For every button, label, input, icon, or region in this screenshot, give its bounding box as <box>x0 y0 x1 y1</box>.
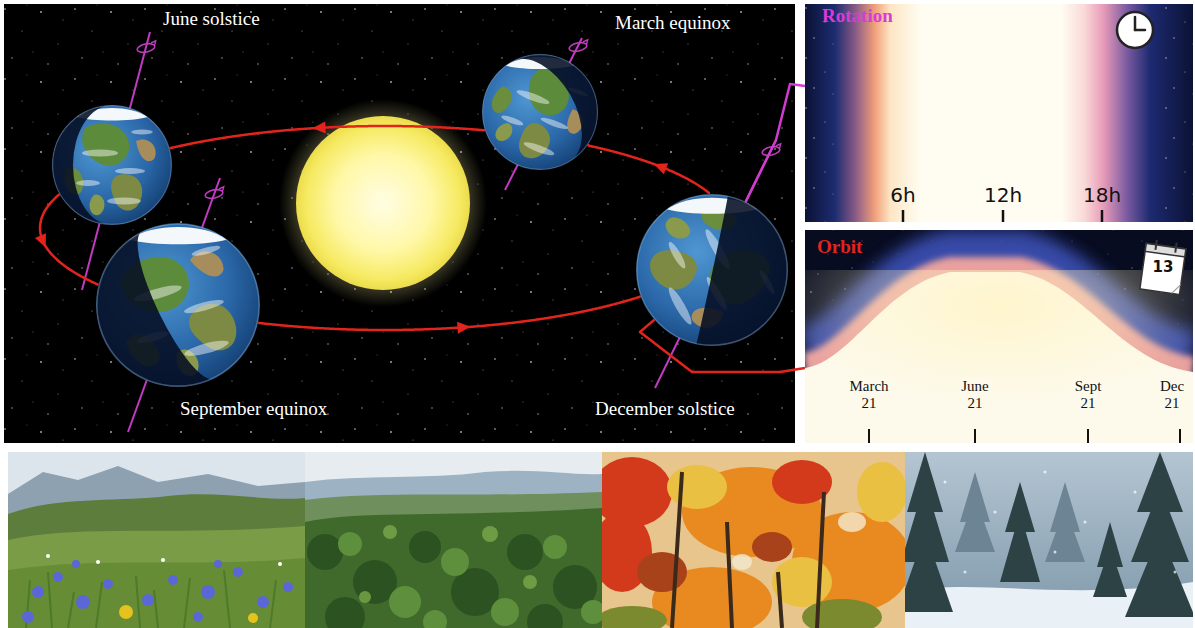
calendar-number: 13 <box>1153 259 1174 276</box>
calendar-icon <box>1140 238 1187 294</box>
orbit-arrow <box>258 296 641 333</box>
sun <box>296 116 470 290</box>
earth-globe: June solstice <box>52 105 172 225</box>
orbit-arrow <box>588 145 709 194</box>
date-label: Sept 21 <box>1073 378 1104 411</box>
leader-line <box>746 84 805 202</box>
tick-label: 6h <box>890 184 915 206</box>
space-panel <box>4 4 795 443</box>
orbit-arrow <box>170 122 485 149</box>
summer-photo <box>305 452 605 628</box>
connector-path <box>170 126 485 148</box>
arrow-head <box>312 122 326 135</box>
earth-label: June solstice <box>163 8 260 31</box>
panel-title: Orbit <box>817 236 862 259</box>
earth-label: September equinox <box>180 398 327 421</box>
earth-globe: December solstice <box>636 194 788 346</box>
earth-picture <box>482 54 598 170</box>
earth-label: March equinox <box>615 12 731 35</box>
clock-icon <box>1117 12 1153 48</box>
spring-photo <box>8 452 305 628</box>
earth-globe: March equinox <box>482 54 598 170</box>
tick-label: 12h <box>984 184 1022 206</box>
connector-path <box>746 84 805 202</box>
date-label: Dec 21 <box>1158 378 1186 411</box>
panel-title: Rotation <box>822 5 893 28</box>
winter-photo <box>897 452 1195 628</box>
date-ticks <box>869 429 1180 443</box>
earth-picture <box>52 105 172 225</box>
rotation-panel <box>805 4 1193 222</box>
earth-globe: September equinox <box>96 223 260 387</box>
date-label: June 21 <box>959 378 991 411</box>
day-length-curve <box>805 252 1193 443</box>
star-field <box>1158 4 1193 222</box>
earth-picture <box>636 194 788 346</box>
arrow-head <box>457 321 471 334</box>
autumn-photo <box>592 452 912 628</box>
star-field <box>805 4 839 222</box>
connector-path <box>258 296 641 330</box>
earth-picture <box>96 223 260 387</box>
date-label: March 21 <box>847 378 890 411</box>
earth-label: December solstice <box>595 398 735 421</box>
tick-label: 18h <box>1083 184 1121 206</box>
sun-glow <box>279 99 487 307</box>
connector-path <box>588 145 709 194</box>
orbit-panel <box>805 230 1193 443</box>
hour-ticks <box>903 210 1102 222</box>
chart-panel: Orbit <box>805 230 1193 443</box>
arrow-head <box>652 158 668 174</box>
arrow-head <box>35 233 51 250</box>
